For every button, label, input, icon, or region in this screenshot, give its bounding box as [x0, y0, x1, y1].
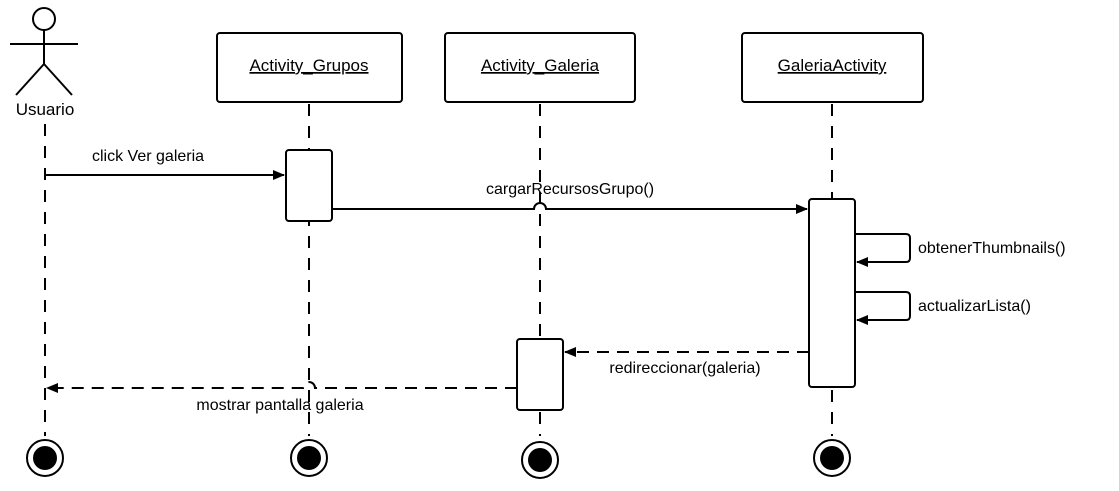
actor-label: Usuario: [16, 100, 75, 119]
actor-usuario: Usuario: [10, 7, 78, 119]
message-label: mostrar pantalla galeria: [196, 397, 363, 414]
object-box: [741, 32, 924, 103]
end-node-activity-grupos: [290, 439, 328, 477]
message-arrow: [332, 202, 808, 214]
message-redireccionar: redireccionar(galeria): [564, 347, 809, 377]
object-galeria-activity: GaleriaActivity: [741, 32, 924, 103]
activation-galeria-activity: [808, 198, 856, 388]
end-node-usuario: [26, 439, 64, 477]
object-box: [444, 32, 636, 103]
message-arrow: [46, 381, 517, 393]
message-cargar-recursos-grupo: cargarRecursosGrupo(): [332, 181, 808, 214]
message-obtener-thumbnails: obtenerThumbnails(): [855, 233, 1066, 267]
message-label: redireccionar(galeria): [609, 360, 760, 377]
message-label: cargarRecursosGrupo(): [486, 181, 654, 198]
termination-symbols: [26, 439, 851, 479]
activation-activity-grupos: [285, 149, 333, 222]
actor-leg-right: [43, 63, 73, 96]
message-label: click Ver galeria: [92, 148, 204, 165]
object-label-activity-galeria: Activity_Galeria: [481, 56, 600, 75]
object-label-activity-grupos: Activity_Grupos: [249, 56, 368, 75]
message-label: actualizarLista(): [918, 298, 1031, 315]
object-activity-galeria: Activity_Galeria: [444, 32, 636, 103]
object-label-galeria-activity: GaleriaActivity: [778, 56, 887, 75]
self-message-arrow: [855, 291, 911, 325]
message-label: obtenerThumbnails(): [918, 240, 1066, 257]
actor-leg-left: [15, 63, 45, 96]
message-actualizar-lista: actualizarLista(): [855, 291, 1031, 325]
end-node-galeria-activity: [813, 439, 851, 477]
object-activity-grupos: Activity_Grupos: [216, 32, 403, 103]
actor-head: [32, 7, 56, 31]
end-node-activity-galeria: [521, 441, 559, 479]
self-message-arrow: [855, 233, 911, 267]
activation-activity-galeria: [516, 338, 564, 411]
message-mostrar-pantalla-galeria: mostrar pantalla galeria: [46, 381, 517, 414]
object-box: [216, 32, 403, 103]
message-click-ver-galeria: click Ver galeria: [45, 148, 285, 180]
